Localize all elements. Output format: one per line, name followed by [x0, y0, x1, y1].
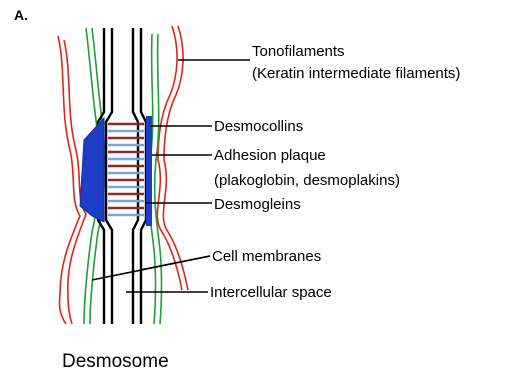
label-desmogleins: Desmogleins: [214, 196, 301, 213]
label-plaque-components: (plakoglobin, desmoplakins): [214, 172, 400, 189]
left-membrane-inner: [106, 28, 112, 324]
panel-letter: A.: [14, 7, 28, 23]
label-cell-membranes: Cell membranes: [212, 248, 321, 265]
cell-membranes-pointer-b: [140, 256, 210, 270]
diagram-caption: Desmosome: [62, 351, 169, 372]
right-red-filament-1: [157, 26, 182, 290]
right-adhesion-plaque: [146, 116, 152, 226]
right-membrane-outer: [141, 28, 146, 324]
label-intercellular-space: Intercellular space: [210, 284, 332, 301]
right-tonofilaments: [149, 26, 188, 324]
label-tonofilaments: Tonofilaments: [252, 43, 345, 60]
right-membrane-inner: [133, 28, 138, 324]
label-keratin: (Keratin intermediate filaments): [252, 65, 460, 82]
cell-membranes: [98, 28, 146, 324]
left-adhesion-plaque: [80, 118, 104, 222]
label-desmocollins: Desmocollins: [214, 118, 303, 135]
right-red-filament-2: [163, 26, 188, 290]
label-adhesion-plaque: Adhesion plaque: [214, 147, 326, 164]
